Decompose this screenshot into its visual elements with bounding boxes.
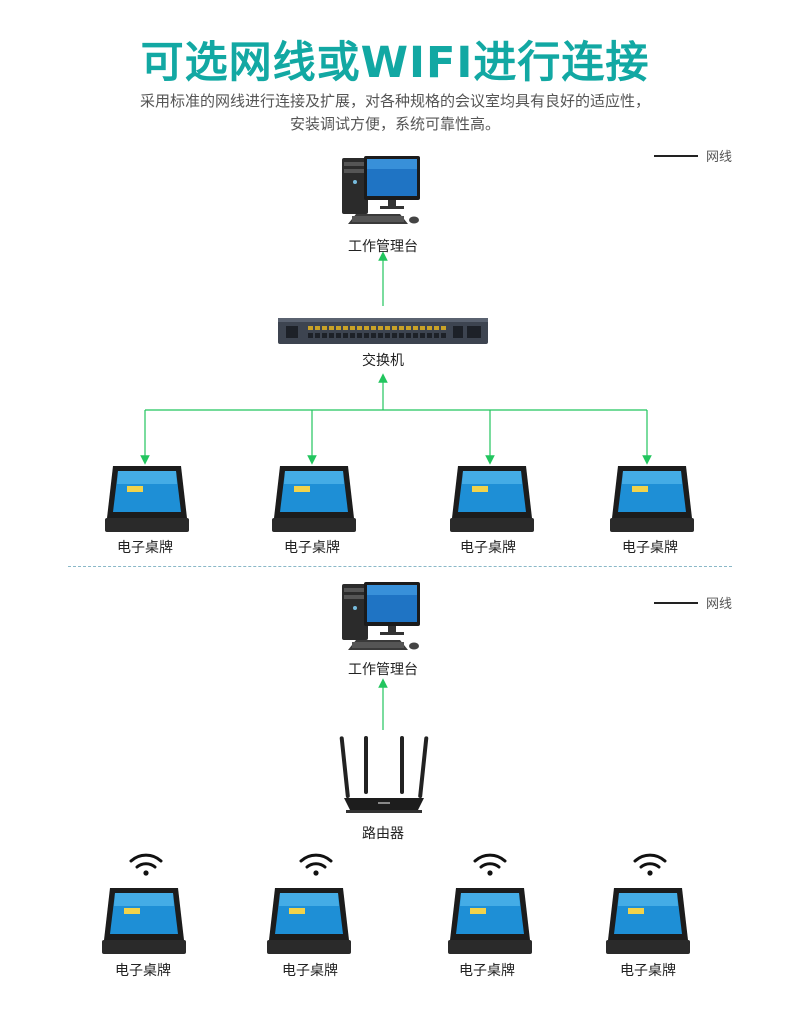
workstation-label: 工作管理台: [348, 662, 418, 678]
device-label: 电子桌牌: [282, 963, 338, 979]
workstation-label: 工作管理台: [348, 239, 418, 255]
legend-line-icon: [654, 154, 698, 157]
wifi-icon: [299, 853, 333, 876]
legend-label: 网线: [706, 597, 733, 612]
wifi-icon: [633, 853, 667, 876]
subtitle-line-2: 安装调试方便，系统可靠性高。: [289, 115, 500, 133]
desk-nameplate-icon: [102, 888, 186, 954]
device-label: 电子桌牌: [117, 540, 173, 556]
wifi-icon: [129, 853, 163, 876]
device-label: 电子桌牌: [620, 963, 676, 979]
device-label: 电子桌牌: [460, 540, 516, 556]
desk-nameplate-icon: [105, 466, 189, 532]
legend-label: 网线: [706, 150, 733, 165]
desk-nameplate-icon: [606, 888, 690, 954]
desk-nameplate-icon: [448, 888, 532, 954]
subtitle-line-1: 采用标准的网线进行连接及扩展，对各种规格的会议室均具有良好的适应性，: [139, 92, 650, 110]
legend-wired: 网线: [654, 146, 732, 165]
page-title: 可选网线或WIFI进行连接: [140, 38, 650, 88]
desk-nameplate-icon: [450, 466, 534, 532]
device-label: 电子桌牌: [284, 540, 340, 556]
device-label: 电子桌牌: [115, 963, 171, 979]
network-switch-icon: [278, 318, 488, 344]
section-divider: [68, 566, 732, 567]
legend-line-icon: [654, 601, 698, 604]
desk-nameplate-icon: [272, 466, 356, 532]
device-label: 电子桌牌: [459, 963, 515, 979]
switch-label: 交换机: [362, 353, 404, 369]
desk-nameplate-icon: [267, 888, 351, 954]
wifi-icon: [473, 853, 507, 876]
router-icon: [339, 736, 429, 813]
desk-nameplate-icon: [610, 466, 694, 532]
workstation-icon: [342, 582, 420, 650]
device-label: 电子桌牌: [622, 540, 678, 556]
legend-wifi: 网线: [654, 593, 732, 612]
workstation-icon: [342, 156, 420, 224]
router-label: 路由器: [362, 826, 404, 842]
